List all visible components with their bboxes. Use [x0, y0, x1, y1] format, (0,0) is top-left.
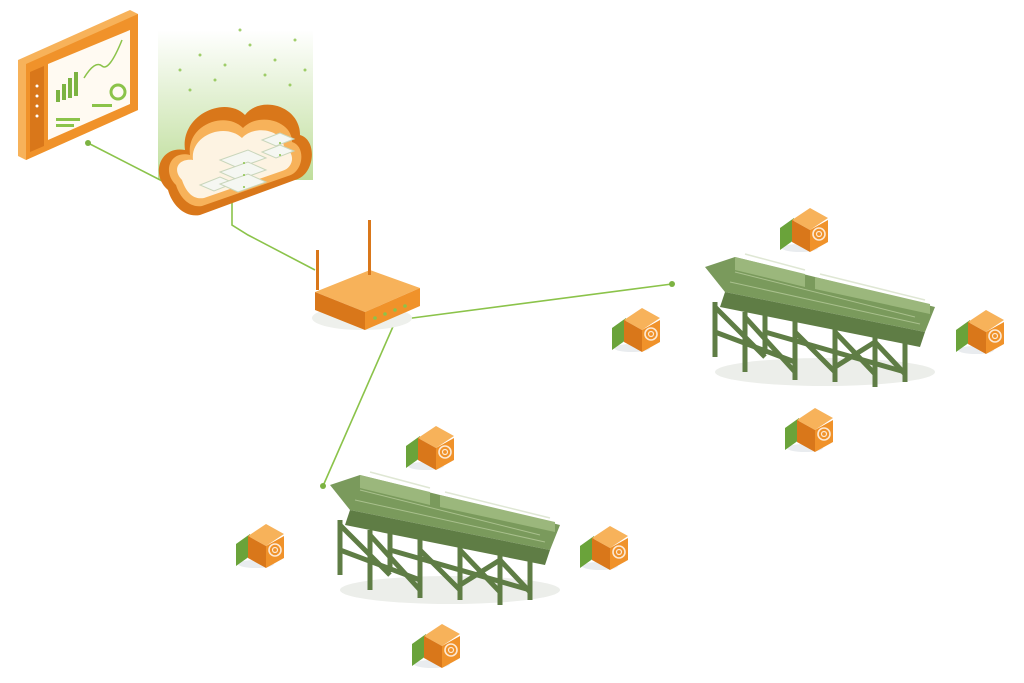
analytics-dashboard-icon — [18, 10, 138, 160]
link-gateway-machine-1 — [396, 283, 673, 321]
vibration-sensor-icon — [611, 307, 661, 353]
wireless-router-icon — [312, 220, 420, 330]
vibrating-screen-machine-1 — [705, 254, 935, 387]
vibration-sensor-icon — [411, 623, 461, 669]
vibration-sensor-icon — [779, 207, 829, 253]
vibration-sensor-icon — [784, 407, 834, 453]
link-dashboard-cloud — [87, 142, 171, 186]
sensors — [235, 207, 1005, 669]
connection-lines — [87, 142, 673, 487]
link-gateway-machine-2 — [322, 321, 396, 487]
cloud-server-icon — [158, 28, 313, 216]
vibration-sensor-icon — [579, 525, 629, 571]
link-cloud-gateway — [231, 195, 316, 271]
vibration-sensor-icon — [235, 523, 285, 569]
vibration-sensor-icon — [405, 425, 455, 471]
vibration-sensor-icon — [955, 309, 1005, 355]
vibrating-screen-machine-2 — [330, 472, 560, 605]
